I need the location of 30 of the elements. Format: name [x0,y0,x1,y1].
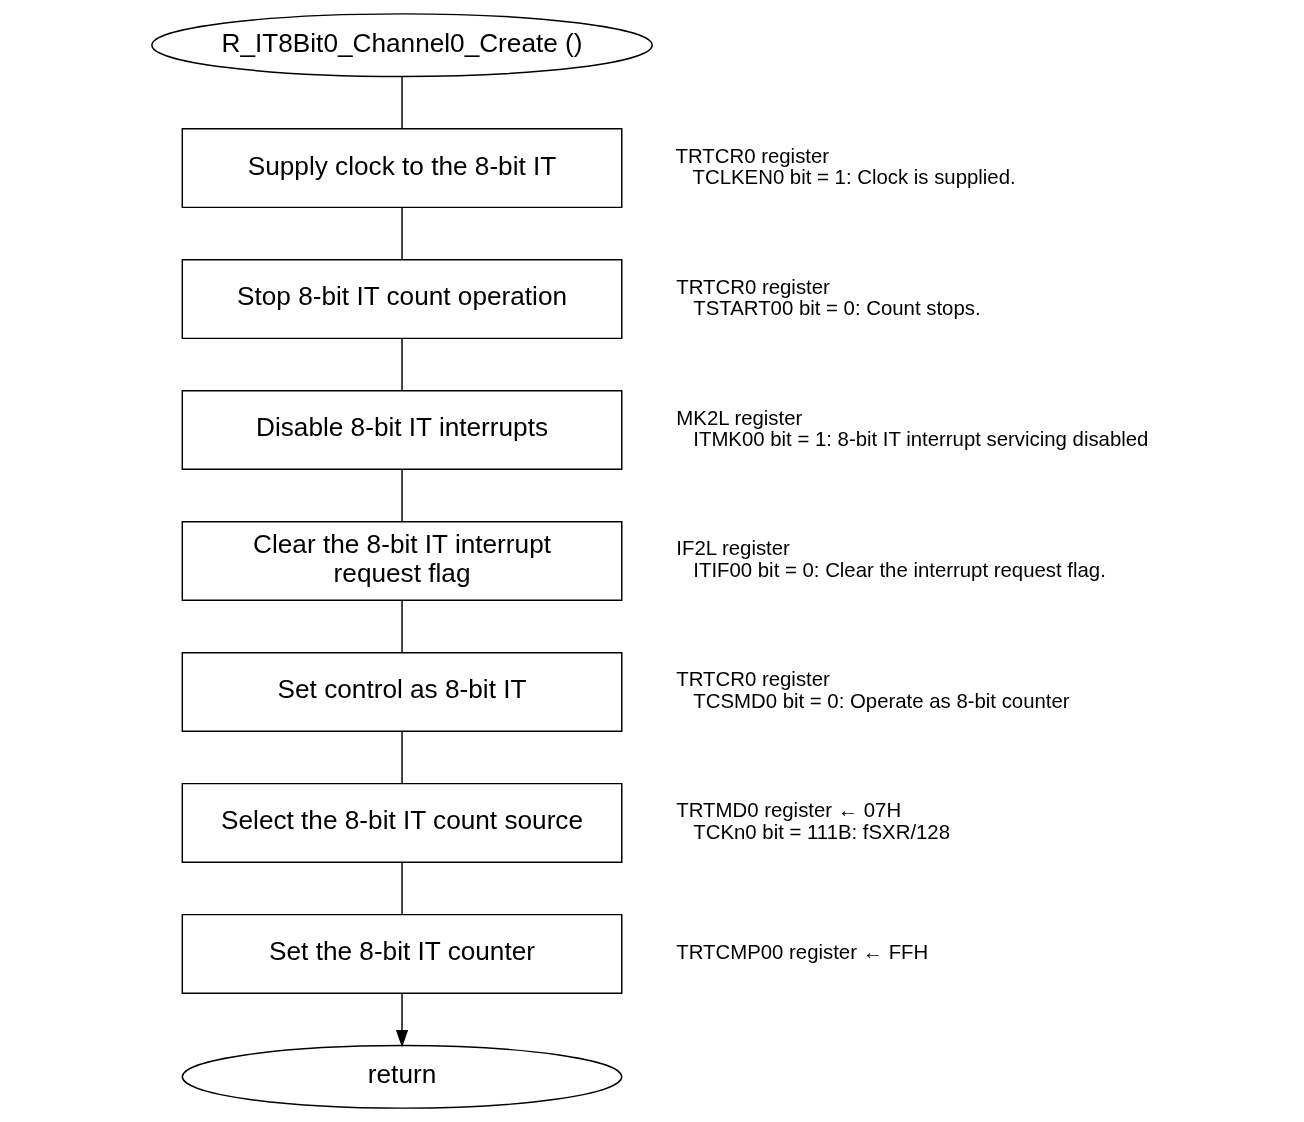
connector [401,207,403,261]
node-label: MK2L register [676,406,803,429]
node-ellipse: R_IT8Bit0_Channel0_Create () [151,13,653,78]
node-label: TRTCR0 register [676,275,830,298]
connector [401,338,403,392]
connector [401,862,403,916]
node-label: TCKn0 bit = 111B: fSXR/128 [693,821,951,844]
node-label: TCLKEN0 bit = 1: Clock is supplied. [692,166,1016,189]
node-label: TCSMD0 bit = 0: Operate as 8-bit counter [693,690,1070,713]
node-label: ITMK00 bit = 1: 8-bit IT interrupt servicing disabled [693,428,1149,451]
node-ellipse: return [181,1044,623,1109]
node-box: Set control as 8-bit IT [181,651,623,732]
node-label: TRTCMP00 register ← FFH [676,941,929,964]
arrow [395,992,409,1048]
node-box: Disable 8-bit IT interrupts [181,390,623,471]
connector [401,600,403,654]
connector [401,469,403,523]
node-box: Select the 8-bit IT count source [181,782,623,863]
node-label: TRTMD0 register ← 07H [676,799,902,822]
node-label: TSTART00 bit = 0: Count stops. [693,297,981,320]
node-label: IF2L register [676,537,790,560]
node-box: Stop 8-bit IT count operation [181,259,623,340]
node-box: Supply clock to the 8-bit IT [181,128,623,209]
node-label: TRTCR0 register [676,668,830,691]
node-box: Clear the 8-bit IT interrupt request flag [181,521,623,601]
connector [401,76,403,130]
node-box: Set the 8-bit IT counter [181,913,623,994]
node-label: TRTCR0 register [675,144,830,167]
node-label: ITIF00 bit = 0: Clear the interrupt request flag. [693,559,1106,582]
connector [401,731,403,785]
